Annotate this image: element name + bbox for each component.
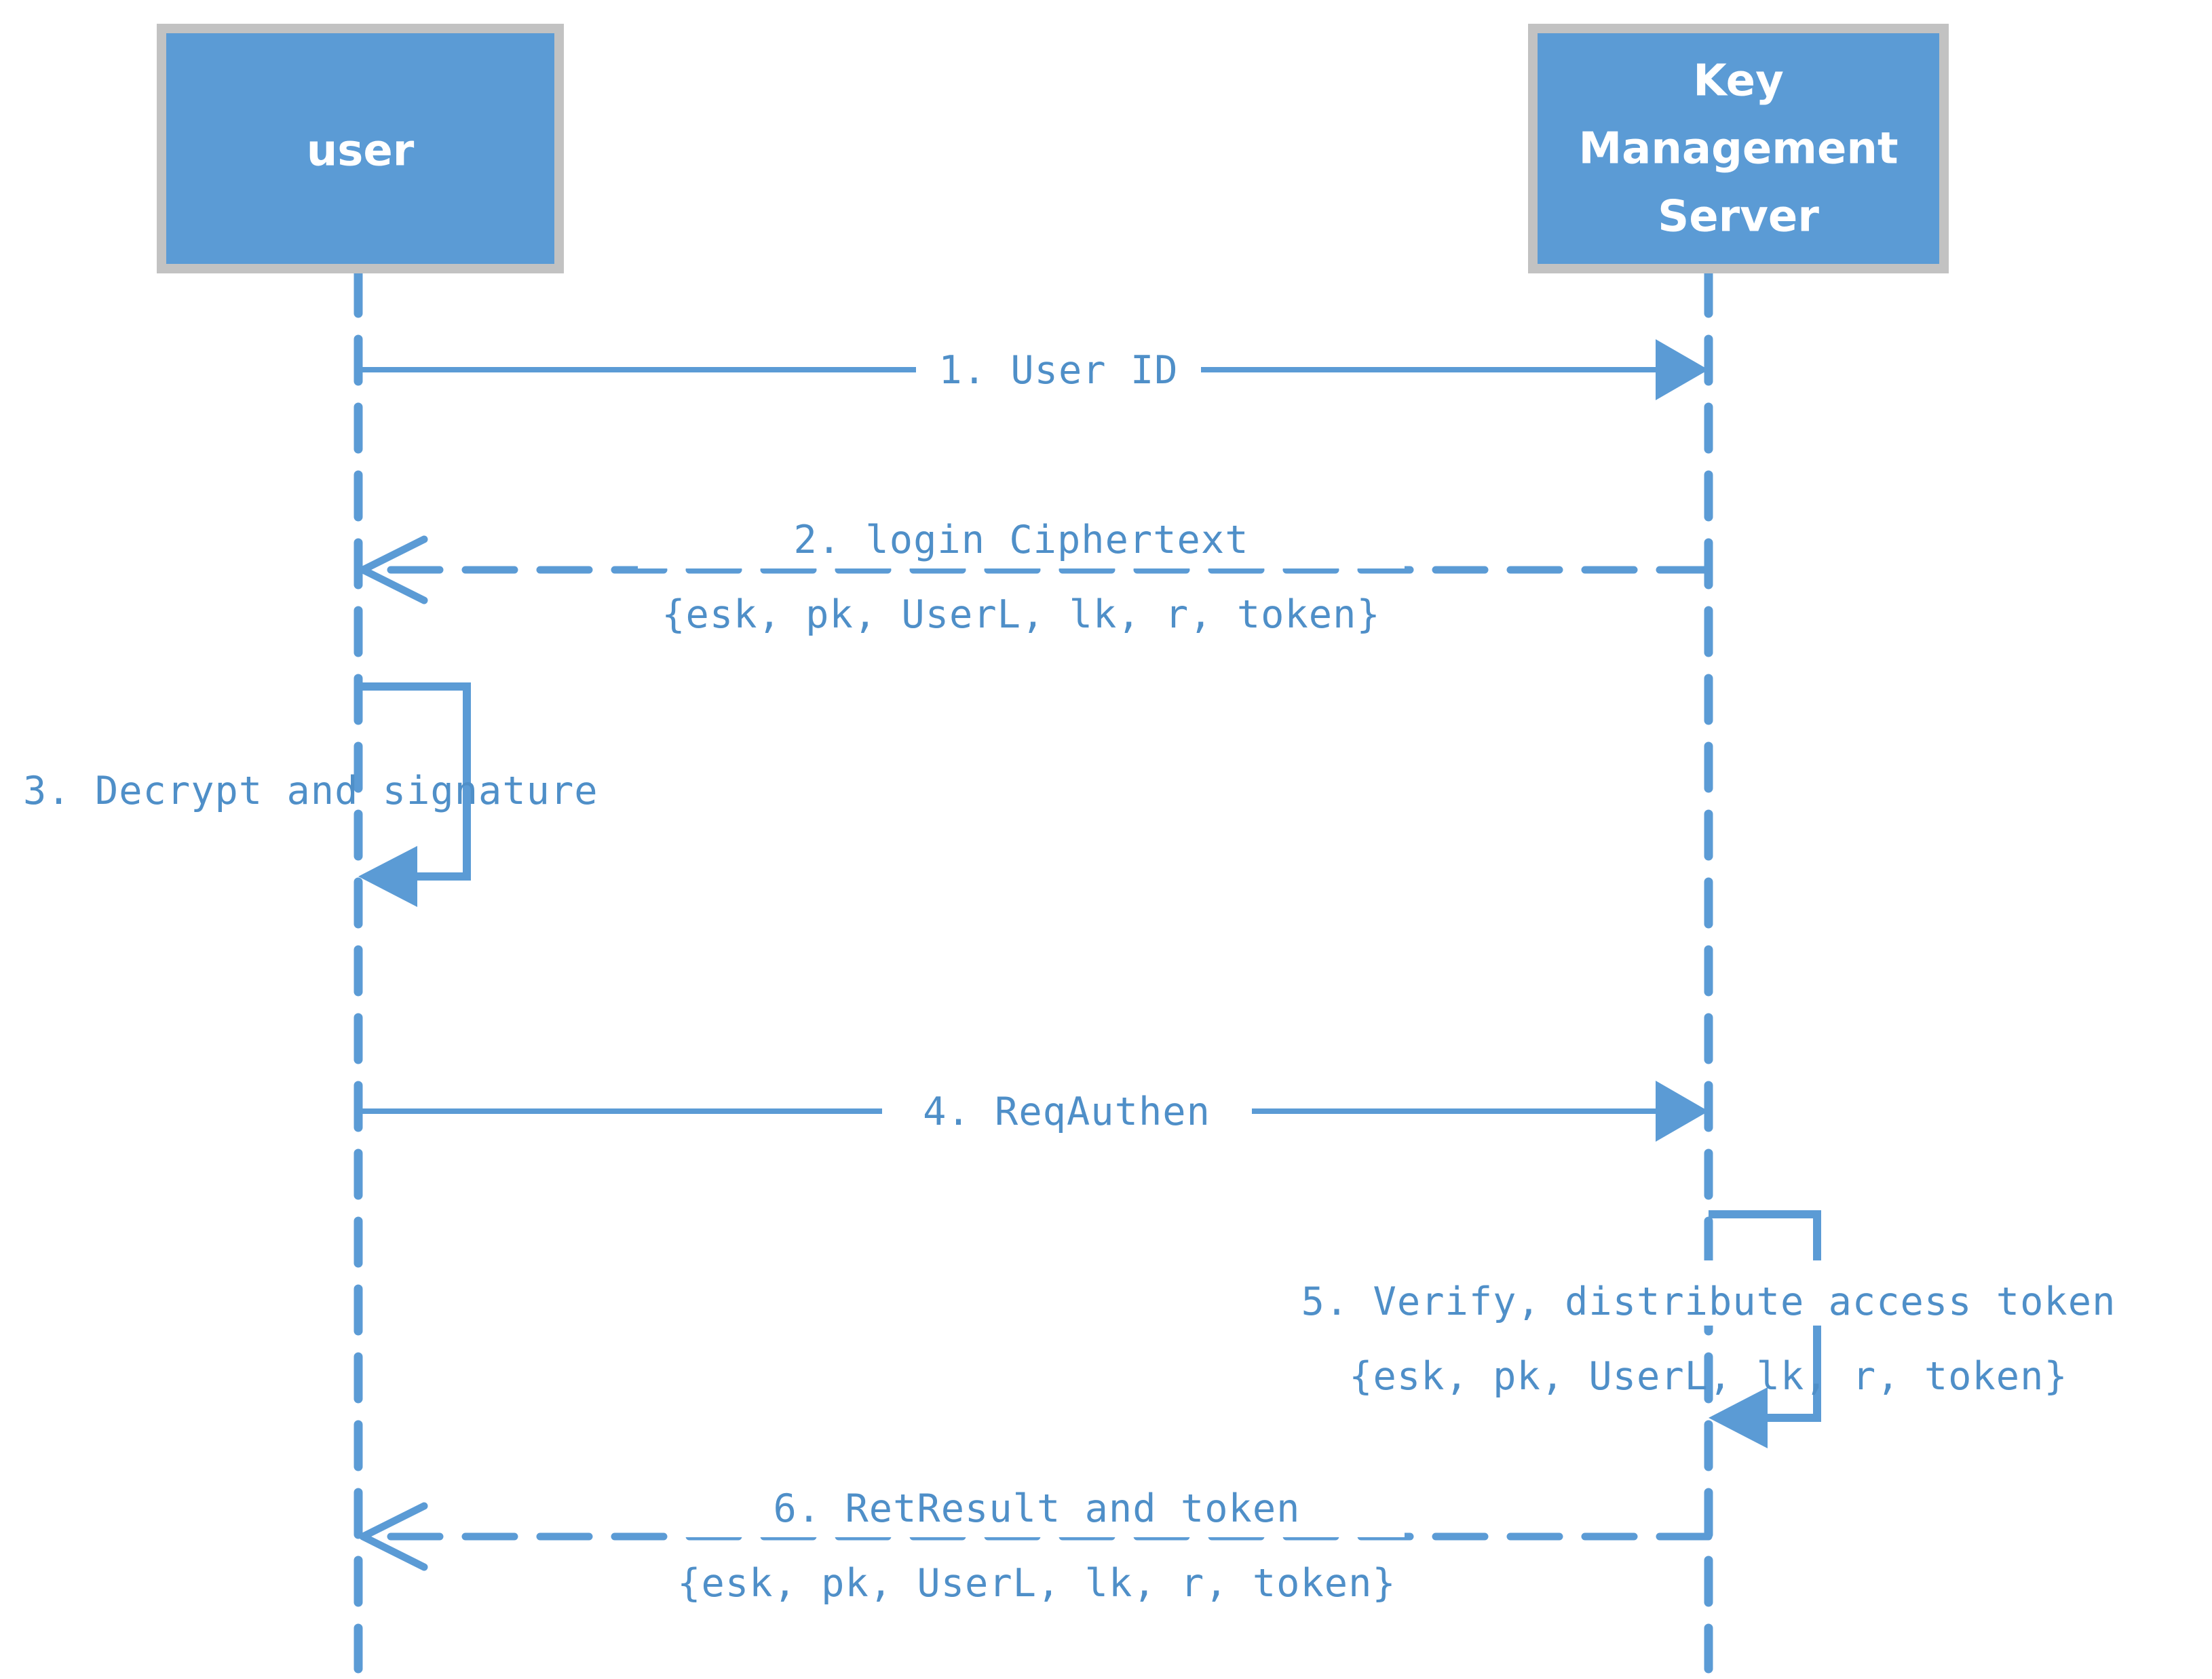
message-6-label: 6. RetResult and token [774,1486,1301,1531]
message-3-label: 3. Decrypt and signature [23,769,598,813]
message-6[interactable]: 6. RetResult and token {esk, pk, UserL, … [359,1472,1713,1606]
message-3[interactable]: 3. Decrypt and signature [23,682,598,907]
message-4-label-backdrop [882,1081,1252,1143]
actor-kms[interactable]: Key Management Server [1528,24,1949,273]
message-4-arrowhead [1656,1081,1709,1142]
message-5-arrowhead [1709,1387,1768,1448]
message-3-arrowhead [358,846,417,907]
actor-kms-label-line1: Key [1693,56,1784,107]
message-2-arrowhead [359,535,428,604]
message-2[interactable]: 2. login Ciphertext {esk, pk, UserL, lk,… [359,503,1713,637]
message-6-label-backdrop [672,1472,1405,1537]
actor-user[interactable]: user [157,24,564,273]
message-5[interactable]: 5. Verify, distribute access token {esk,… [1215,1210,2202,1448]
message-1-arrowhead [1656,339,1709,400]
message-1[interactable]: 1. User ID [358,339,1709,402]
actor-user-label: user [307,126,415,176]
message-5-label: 5. Verify, distribute access token [1301,1279,2116,1324]
actor-user-fill [166,33,554,264]
message-6-arrowhead [359,1502,428,1571]
message-1-label-backdrop [916,339,1201,402]
message-3-loop [358,682,471,881]
message-2-detail: {esk, pk, UserL, lk, r, token} [662,592,1381,637]
message-6-detail: {esk, pk, UserL, lk, r, token} [677,1561,1396,1606]
actor-kms-fill [1538,33,1939,264]
message-1-label: 1. User ID [938,348,1178,393]
message-5-detail: {esk, pk, UserL, lk, r, token} [1349,1354,2068,1399]
actor-kms-label-line3: Server [1658,192,1819,242]
message-2-label-backdrop [638,503,1405,568]
message-4[interactable]: 4. ReqAuthen [358,1081,1709,1143]
message-4-label: 4. ReqAuthen [923,1089,1210,1134]
message-5-label-backdrop [1215,1260,2202,1326]
actor-kms-label-line2: Management [1578,124,1898,174]
message-2-label: 2. login Ciphertext [793,518,1248,562]
